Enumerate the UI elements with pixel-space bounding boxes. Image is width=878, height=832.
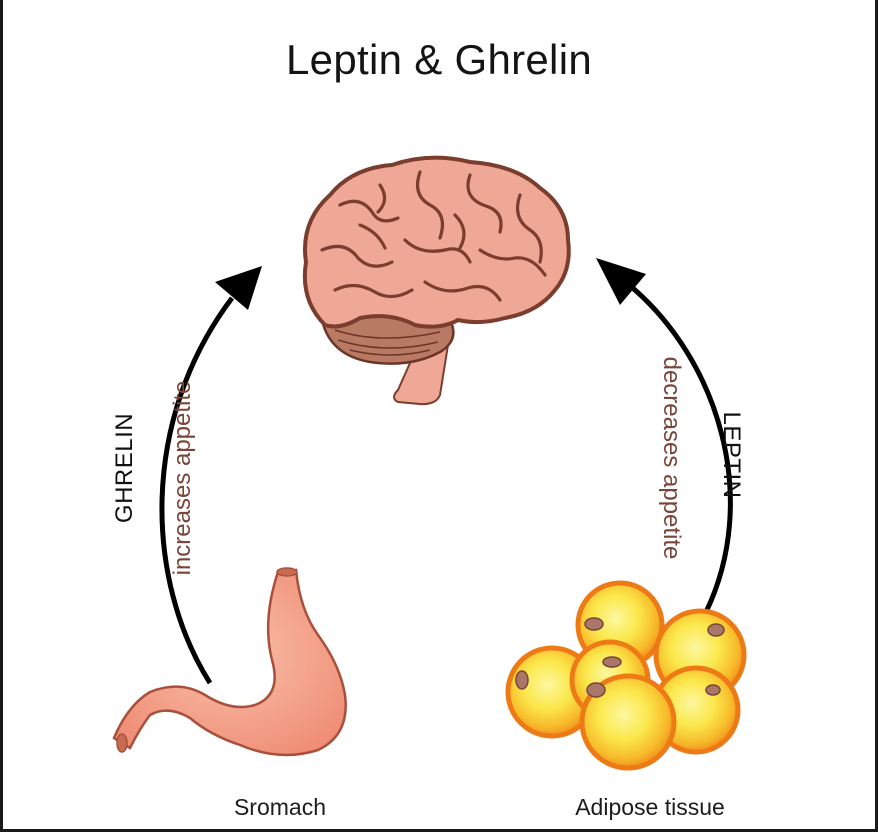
brain-illustration [302,155,571,406]
stomach-label: Sromach [233,794,327,820]
leptin-arrow [596,258,733,614]
leptin-effect-label: decreases appetite [658,357,685,560]
adipose-tissue-label: Adipose tissue [575,794,725,820]
ghrelin-hormone-label: GHRELIN [111,413,138,523]
stomach-illustration [112,567,347,757]
leptin-hormone-label: LEPTIN [718,411,745,498]
adipose-tissue-illustration [505,580,747,771]
ghrelin-arrow [159,266,262,685]
diagram-title: Leptin & Ghrelin [286,36,592,83]
ghrelin-effect-label: increases appetite [169,381,196,576]
